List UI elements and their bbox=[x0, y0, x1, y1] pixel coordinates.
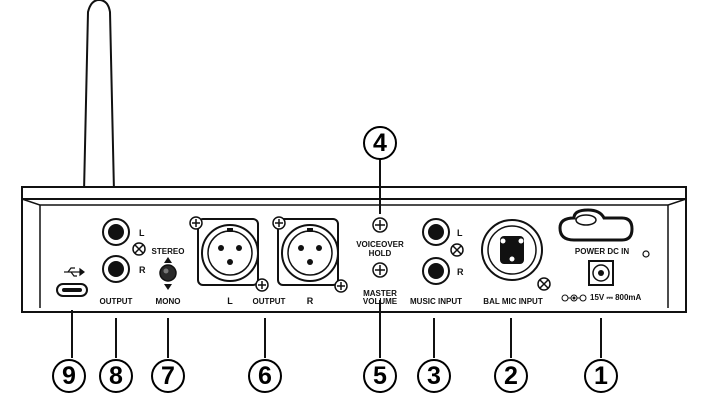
stereo-label: STEREO bbox=[151, 247, 185, 256]
callout-6: 6 bbox=[248, 359, 282, 393]
volume-label: VOLUME bbox=[362, 297, 398, 306]
bal-mic-input-label: BAL MIC INPUT bbox=[483, 297, 543, 306]
voiceover-label: VOICEOVER bbox=[356, 240, 404, 249]
bal-mic-combo-input bbox=[481, 219, 551, 291]
headphone-r-label: R bbox=[139, 265, 146, 275]
master-label: MASTER bbox=[363, 289, 397, 298]
mono-label: MONO bbox=[155, 297, 181, 306]
usb-c-port bbox=[56, 283, 88, 297]
headphone-l-label: L bbox=[139, 228, 145, 238]
master-volume-trim bbox=[372, 262, 388, 278]
callout-2: 2 bbox=[494, 359, 528, 393]
xlr-left-output bbox=[189, 216, 269, 292]
usb-icon bbox=[64, 267, 85, 277]
music-l-label: L bbox=[457, 228, 463, 238]
voiceover-hold-trim bbox=[372, 217, 388, 233]
xlr-output-label: OUTPUT bbox=[252, 297, 286, 306]
callout-leader-lines bbox=[71, 158, 602, 358]
music-r-label: R bbox=[457, 267, 464, 277]
headphone-output-jacks bbox=[102, 218, 130, 283]
callout-4: 4 bbox=[363, 126, 397, 160]
xlr-l-label: L bbox=[227, 296, 233, 306]
cable-hook bbox=[558, 208, 634, 242]
screw-icon bbox=[132, 242, 146, 256]
output-label: OUTPUT bbox=[99, 297, 133, 306]
power-dc-jack bbox=[588, 250, 650, 286]
antenna-icon bbox=[82, 0, 116, 193]
xlr-right-output bbox=[272, 216, 348, 293]
power-spec-label: 15V ⎓ 800mA bbox=[590, 293, 642, 302]
music-input-label: MUSIC INPUT bbox=[410, 297, 462, 306]
callout-1: 1 bbox=[584, 359, 618, 393]
callout-3: 3 bbox=[417, 359, 451, 393]
center-positive-polarity-icon bbox=[561, 294, 587, 302]
callout-7: 7 bbox=[151, 359, 185, 393]
callout-9: 9 bbox=[52, 359, 86, 393]
stereo-mono-switch bbox=[159, 257, 177, 290]
callout-5: 5 bbox=[363, 359, 397, 393]
xlr-r-label: R bbox=[306, 296, 314, 306]
hold-label: HOLD bbox=[368, 249, 392, 258]
music-input-jacks bbox=[422, 218, 464, 285]
power-dc-in-label: POWER DC IN bbox=[574, 247, 630, 256]
callout-8: 8 bbox=[99, 359, 133, 393]
